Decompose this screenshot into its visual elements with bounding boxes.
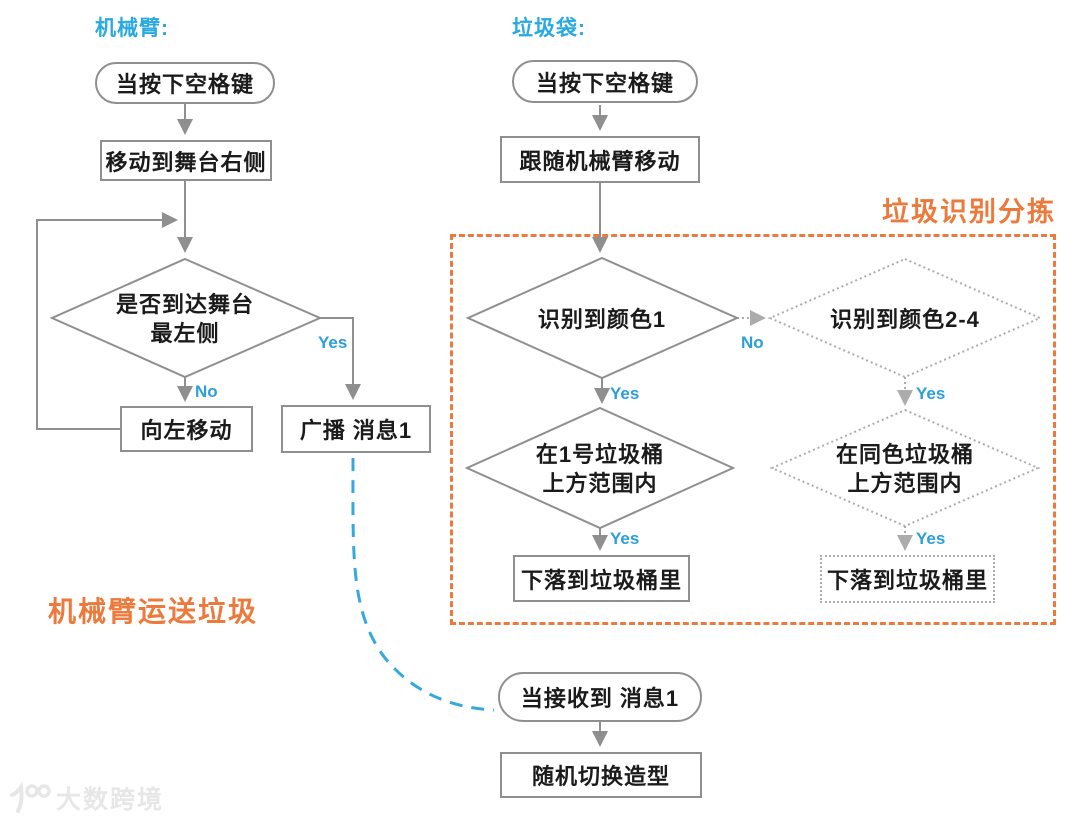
watermark: 大数跨境 (8, 780, 164, 816)
color1-decision-text: 识别到颜色1 (537, 307, 667, 332)
left-no-label: No (195, 382, 218, 401)
color1-yes-label: Yes (610, 384, 640, 403)
loop-left-move-back (36, 212, 178, 430)
left-region-label: 机械臂运送垃圾 (48, 596, 259, 627)
right-start-node: 当按下空格键 (512, 60, 698, 103)
diamond-bin1 (464, 406, 736, 530)
watermark-text: 大数跨境 (56, 786, 165, 814)
left-step1-node: 移动到舞台右侧 (100, 140, 272, 181)
arrow-left-yes-to-broadcast (320, 317, 361, 400)
drop-node-2: 下落到垃圾桶里 (820, 555, 995, 603)
color24-decision-text: 识别到颜色2-4 (830, 307, 980, 332)
left-move-node: 向左移动 (120, 406, 253, 452)
sorting-region-box (450, 234, 1056, 625)
bin1-yes-label: Yes (610, 529, 640, 548)
left-broadcast-node: 广播 消息1 (281, 405, 431, 453)
right-flow-header: 垃圾袋: (512, 17, 586, 40)
left-decision-line1: 是否到达舞台 (115, 292, 254, 317)
bin1-decision-line1: 在1号垃圾桶 (535, 442, 665, 467)
watermark-logo-icon (10, 781, 51, 813)
drop-node-1: 下落到垃圾桶里 (513, 555, 690, 602)
samebin-decision-line2: 上方范围内 (847, 471, 963, 496)
left-start-node: 当按下空格键 (95, 62, 275, 104)
broadcast-message-link (351, 457, 495, 712)
left-decision-text: 是否到达舞台 最左侧 (75, 290, 295, 348)
left-yes-label: Yes (318, 333, 348, 352)
bin1-decision-line2: 上方范围内 (542, 471, 658, 496)
diamond-color24 (767, 257, 1043, 379)
color1-no-label: No (741, 333, 764, 352)
receive-message-node: 当接收到 消息1 (498, 672, 702, 722)
left-flow-header: 机械臂: (95, 17, 169, 40)
color24-yes-label: Yes (916, 384, 946, 403)
samebin-yes-label: Yes (916, 529, 946, 548)
right-follow-node: 跟随机械臂移动 (500, 136, 700, 183)
diamond-left-decision (49, 257, 323, 379)
samebin-decision-line1: 在同色垃圾桶 (835, 442, 974, 467)
switch-costume-node: 随机切换造型 (500, 752, 702, 798)
diamond-samebin (769, 408, 1041, 528)
bin1-decision-text: 在1号垃圾桶 上方范围内 (490, 440, 710, 498)
left-decision-line2: 最左侧 (150, 321, 220, 346)
sorting-region-title: 垃圾识别分拣 (882, 197, 1056, 227)
samebin-decision-text: 在同色垃圾桶 上方范围内 (795, 440, 1015, 498)
diamond-color1 (465, 256, 740, 380)
